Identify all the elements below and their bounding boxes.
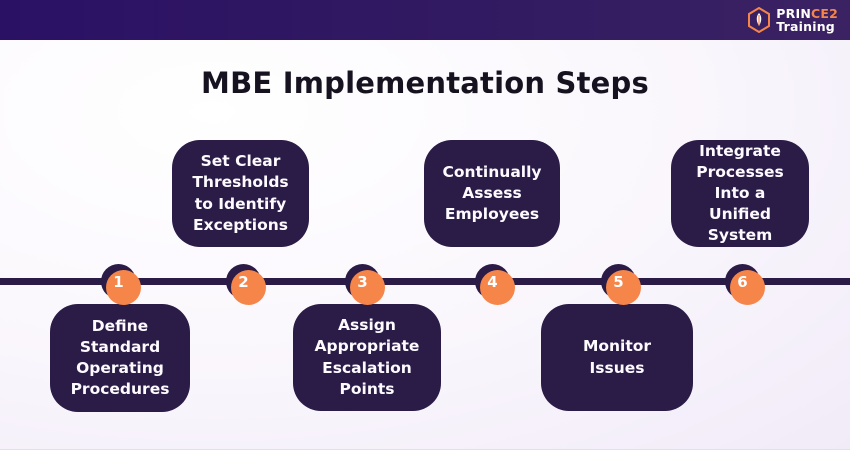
page-title: MBE Implementation Steps xyxy=(201,66,649,100)
step-number-dot-2: 2 xyxy=(226,264,266,305)
step-box-4: Continually Assess Employees xyxy=(424,140,560,247)
step-box-2: Set Clear Thresholds to Identify Excepti… xyxy=(172,140,309,247)
step-number-dot-5: 5 xyxy=(601,264,641,305)
step-number-dot-4: 4 xyxy=(475,264,515,305)
brand-logo: PRINCE2 Training xyxy=(748,7,838,33)
step-box-6: Integrate Processes Into a Unified Syste… xyxy=(671,140,809,247)
step-number-dot-1: 1 xyxy=(101,264,141,305)
brand-name: PRINCE2 xyxy=(776,5,838,21)
step-box-5: Monitor Issues xyxy=(541,304,693,411)
step-number-dot-6: 6 xyxy=(725,264,765,305)
brand-name-accent: CE2 xyxy=(810,5,838,21)
step-box-3: Assign Appropriate Escalation Points xyxy=(293,304,441,411)
brand-subtitle: Training xyxy=(776,19,835,34)
header-bar: PRINCE2 Training xyxy=(0,0,850,40)
brand-text: PRINCE2 Training xyxy=(776,7,838,33)
timeline-line xyxy=(0,278,850,285)
prince2-hexagon-icon xyxy=(748,7,771,33)
step-box-1: Define Standard Operating Procedures xyxy=(50,304,190,412)
step-number-dot-3: 3 xyxy=(345,264,385,305)
